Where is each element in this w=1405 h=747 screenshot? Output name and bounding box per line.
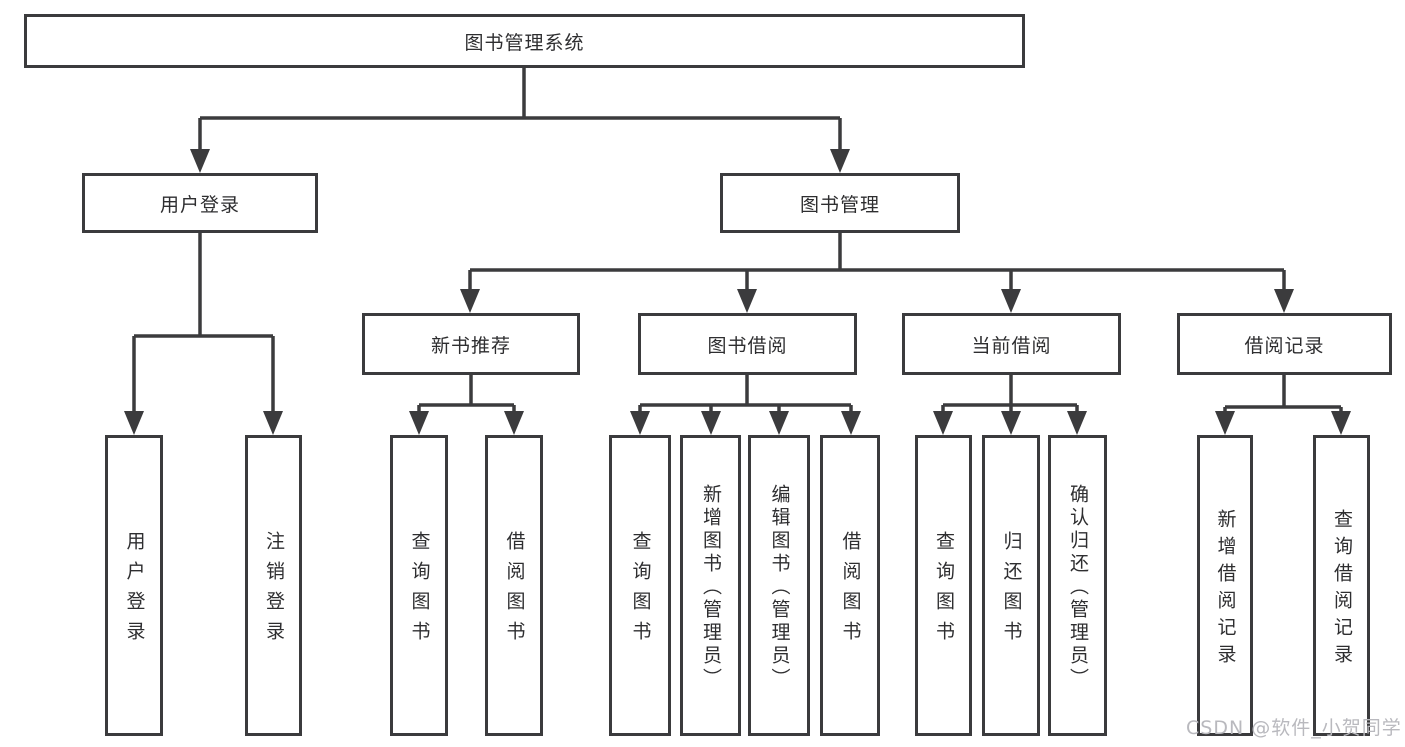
node-borrowing-records: 借阅记录: [1177, 313, 1392, 375]
leaf-add-book-admin-label: 新增图书（管理员）: [700, 484, 722, 691]
node-user-login-label: 用户登录: [159, 193, 240, 216]
leaf-add-borrow-record-label: 新增借阅记录: [1214, 508, 1237, 671]
leaf-borrow-books-borrowing: 借阅图书: [820, 435, 880, 736]
leaf-confirm-return-admin-label: 确认归还（管理员）: [1067, 484, 1089, 691]
leaf-logout: 注销登录: [245, 435, 302, 736]
leaf-borrow-books-recommend-label: 借阅图书: [503, 531, 526, 651]
leaf-borrow-books-borrowing-label: 借阅图书: [839, 531, 862, 651]
node-new-book-recommendation: 新书推荐: [362, 313, 580, 375]
leaf-query-books-current: 查询图书: [915, 435, 972, 736]
node-user-login: 用户登录: [82, 173, 318, 233]
leaf-return-book-label: 归还图书: [1000, 531, 1023, 651]
leaf-return-book: 归还图书: [982, 435, 1040, 736]
node-current-borrowing: 当前借阅: [902, 313, 1121, 375]
node-book-borrowing: 图书借阅: [638, 313, 857, 375]
leaf-user-login-label: 用户登录: [123, 531, 146, 651]
node-book-management-label: 图书管理: [799, 193, 880, 216]
node-library-system-label: 图书管理系统: [464, 31, 585, 54]
leaf-query-books-recommend-label: 查询图书: [408, 531, 431, 651]
leaf-borrow-books-recommend: 借阅图书: [485, 435, 543, 736]
leaf-query-books-current-label: 查询图书: [933, 531, 955, 651]
leaf-edit-book-admin: 编辑图书（管理员）: [748, 435, 810, 736]
leaf-query-borrow-record-label: 查询借阅记录: [1331, 508, 1353, 671]
leaf-query-books-borrowing: 查询图书: [609, 435, 671, 736]
leaf-add-borrow-record: 新增借阅记录: [1197, 435, 1253, 736]
leaf-add-book-admin: 新增图书（管理员）: [680, 435, 741, 736]
node-new-book-recommendation-label: 新书推荐: [430, 334, 511, 357]
node-book-management: 图书管理: [720, 173, 960, 233]
node-book-borrowing-label: 图书借阅: [707, 334, 788, 357]
node-borrowing-records-label: 借阅记录: [1244, 334, 1325, 357]
watermark: CSDN @软件_小贺同学: [1186, 717, 1402, 739]
leaf-logout-label: 注销登录: [263, 531, 285, 651]
leaf-edit-book-admin-label: 编辑图书（管理员）: [768, 484, 791, 691]
node-current-borrowing-label: 当前借阅: [971, 334, 1052, 357]
leaf-query-borrow-record: 查询借阅记录: [1313, 435, 1370, 736]
leaf-query-books-recommend: 查询图书: [390, 435, 448, 736]
leaf-user-login: 用户登录: [105, 435, 163, 736]
leaf-query-books-borrowing-label: 查询图书: [629, 531, 652, 651]
leaf-confirm-return-admin: 确认归还（管理员）: [1048, 435, 1107, 736]
node-library-system: 图书管理系统: [24, 14, 1025, 68]
